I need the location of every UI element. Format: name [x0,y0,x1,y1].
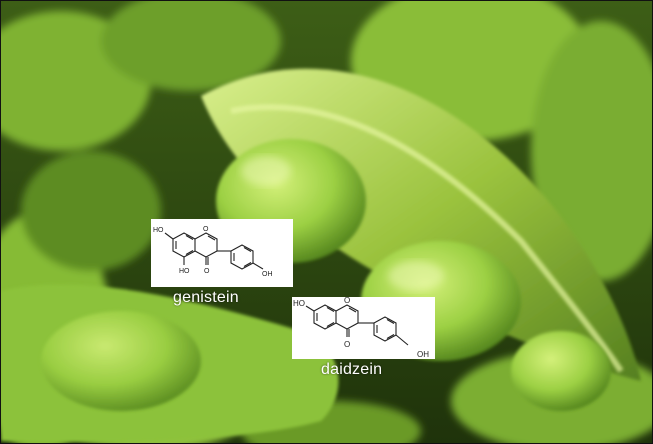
genistein-o-ring: O [203,226,209,233]
daidzein-o-carbonyl: O [344,340,350,349]
daidzein-structure: HO OH O O [292,297,435,359]
daidzein-oh-left: HO [293,299,305,308]
genistein-oh-left: HO [153,227,164,234]
genistein-oh-right: OH [262,271,273,278]
daidzein-label: daidzein [321,361,383,378]
genistein-structure: HO HO OH O O [151,219,293,287]
daidzein-o-ring: O [344,297,350,305]
daidzein-oh-right: OH [417,350,429,359]
genistein-o-carbonyl: O [204,268,210,275]
genistein-oh-bottom: HO [179,268,190,275]
genistein-label: genistein [173,289,239,306]
